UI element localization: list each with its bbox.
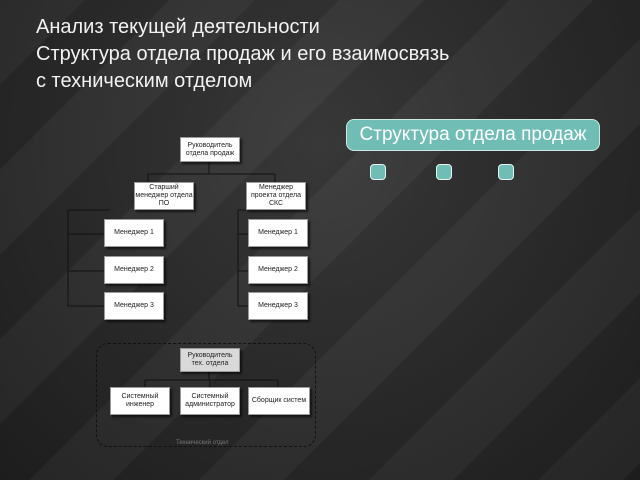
right-manager-3-box: Менеджер 3 [248,292,308,320]
head-sales-box: Руководитель отдела продаж [180,137,240,162]
system-engineer-label: Системный инженер [121,393,159,408]
system-admin-box: Системный администратор [180,387,240,415]
system-admin-label: Системный администратор [185,393,235,408]
title-line-3: с техническим отделом [36,70,253,92]
head-sales-label: Руководитель отдела продаж [185,141,235,157]
title-line-2: Структура отдела продаж и его взаимосвяз… [36,43,450,65]
callout-chip-1 [370,164,386,180]
callout-chip-3 [498,164,514,180]
slide-title: Анализ текущей деятельности Структура от… [36,14,616,95]
head-tech-label: Руководитель тех. отдела [187,352,233,367]
project-manager-box: Менеджер проекта отдела СКС [246,182,306,210]
project-manager-label: Менеджер проекта отдела СКС [250,184,301,207]
right-manager-3-label: Менеджер 3 [258,302,298,309]
tech-department-label: Технический отдел [176,440,229,446]
tech-department-frame [96,343,316,447]
left-manager-1-label: Менеджер 1 [114,229,154,236]
system-assembler-box: Сборщик систем [248,387,310,415]
left-manager-2-box: Менеджер 2 [104,256,164,284]
structure-callout: Структура отдела продаж [346,119,600,151]
head-tech-box: Руководитель тех. отдела [180,348,240,372]
left-manager-3-box: Менеджер 3 [104,292,164,320]
system-assembler-label: Сборщик систем [251,397,307,404]
left-manager-2-label: Менеджер 2 [114,266,154,273]
structure-callout-label: Структура отдела продаж [359,124,587,145]
senior-manager-box: Старший менеджер отдела ПО [134,182,194,210]
callout-chip-2 [436,164,452,180]
right-manager-2-label: Менеджер 2 [258,266,298,273]
system-engineer-box: Системный инженер [110,387,170,415]
right-manager-2-box: Менеджер 2 [248,256,308,284]
right-manager-1-box: Менеджер 1 [248,219,308,247]
senior-manager-label: Старший менеджер отдела ПО [135,184,193,207]
title-line-1: Анализ текущей деятельности [36,16,320,38]
left-manager-3-label: Менеджер 3 [114,302,154,309]
right-manager-1-label: Менеджер 1 [258,229,298,236]
left-manager-1-box: Менеджер 1 [104,219,164,247]
